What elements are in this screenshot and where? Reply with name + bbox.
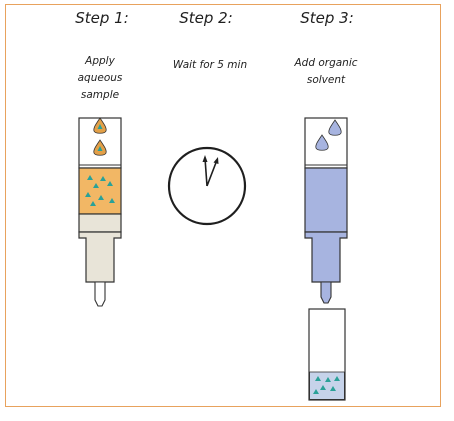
step1-title: Step 1: — [75, 9, 129, 27]
step3-desc-line2: solvent — [306, 74, 346, 86]
sample-droplet-icon — [93, 117, 107, 134]
solvent-droplet-icon — [328, 119, 342, 136]
step1-analytes — [85, 175, 115, 206]
step1-taper — [78, 231, 122, 283]
collection-tube — [308, 308, 346, 401]
step2-title: Step 2: — [179, 9, 233, 27]
analyte-triangle-icon — [98, 195, 104, 200]
step3-description: Add organic solvent — [294, 55, 357, 89]
clock-hour-arrowhead — [202, 155, 208, 162]
step3-desc-line1: Add organic — [294, 57, 358, 69]
solvent-droplet-icon — [315, 134, 329, 151]
step1-lower-body — [78, 213, 122, 233]
sample-droplet-icon — [93, 139, 107, 156]
step2-desc-line1: Wait for 5 min — [172, 59, 248, 71]
collected-analytes — [313, 376, 340, 394]
collected-fraction — [309, 371, 345, 400]
analyte-triangle-icon — [315, 376, 321, 381]
analyte-triangle-icon — [107, 181, 113, 186]
analyte-triangle-icon — [325, 377, 331, 382]
analyte-triangle-icon — [320, 385, 326, 390]
clock-minute-hand — [206, 159, 218, 187]
step3-taper — [304, 231, 348, 283]
analyte-triangle-icon — [109, 198, 115, 203]
analyte-triangle-icon — [85, 192, 91, 197]
step1-desc-line2: aqueous — [77, 72, 123, 84]
analyte-triangle-icon — [90, 201, 96, 206]
step1-desc-line3: sample — [80, 89, 120, 101]
step3-outlet-tip — [320, 281, 332, 304]
step1-column — [78, 117, 122, 307]
analyte-triangle-icon — [330, 386, 336, 391]
step1-outlet-tip — [94, 281, 106, 307]
clock-minute-arrowhead — [213, 157, 219, 164]
analyte-triangle-icon — [87, 175, 93, 180]
analyte-triangle-icon — [100, 176, 106, 181]
step3-title: Step 3: — [300, 9, 354, 27]
clock-hour-hand — [204, 157, 208, 187]
step1-description: Apply aqueous sample — [78, 53, 123, 104]
clock-icon — [167, 146, 247, 226]
analyte-triangle-icon — [334, 376, 340, 381]
step3-column — [304, 117, 348, 304]
analyte-triangle-icon — [93, 183, 99, 188]
step1-desc-line1: Apply — [85, 55, 115, 67]
step1-aqueous-bed — [78, 167, 122, 215]
step3-solvent-bed — [304, 167, 348, 233]
step2-description: Wait for 5 min — [173, 57, 247, 74]
analyte-triangle-icon — [313, 389, 319, 394]
